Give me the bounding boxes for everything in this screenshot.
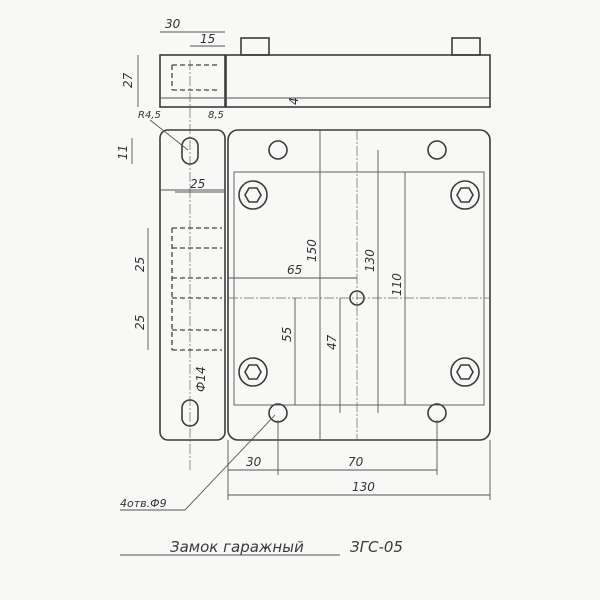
slot-bottom bbox=[181, 399, 199, 427]
dim-slot-height: 11 bbox=[116, 145, 130, 160]
bolt-head-right bbox=[451, 37, 481, 56]
bolt-head-left bbox=[240, 37, 270, 56]
dim-center-47: 47 bbox=[325, 334, 339, 350]
front-view bbox=[227, 129, 491, 441]
dim-bottom-30: 30 bbox=[246, 455, 262, 469]
dim-diameter: Ф14 bbox=[194, 366, 208, 392]
slot-top bbox=[181, 137, 199, 165]
dim-bottom-70: 70 bbox=[348, 455, 364, 469]
drawing-model: ЗГС-05 bbox=[350, 538, 403, 556]
holes-note: 4отв.Ф9 bbox=[120, 497, 167, 510]
dim-radius: R4,5 bbox=[138, 110, 161, 121]
dim-top-half: 15 bbox=[200, 32, 215, 46]
dimension-labels: 30 15 27 4 R4,5 8,5 11 25 25 25 65 150 1… bbox=[116, 17, 404, 510]
dim-side-spacing-2: 25 bbox=[133, 315, 147, 330]
hex-bolts bbox=[238, 180, 480, 387]
dim-top-width: 30 bbox=[165, 17, 181, 31]
side-view bbox=[159, 129, 226, 441]
dim-plate-height: 150 bbox=[305, 239, 319, 262]
dim-overall-width: 130 bbox=[352, 480, 375, 494]
mount-holes bbox=[268, 140, 447, 423]
dim-inner-height: 110 bbox=[390, 273, 404, 296]
dim-side-depth: 25 bbox=[190, 177, 205, 191]
dim-hole-spacing-v: 130 bbox=[363, 249, 377, 272]
top-view bbox=[159, 37, 491, 470]
dim-slot-offset: 8,5 bbox=[208, 110, 224, 121]
title-block: Замок гаражный ЗГС-05 bbox=[170, 538, 403, 556]
dim-center-x: 65 bbox=[287, 263, 302, 277]
dim-top-height: 27 bbox=[121, 72, 135, 88]
dim-top-gap: 4 bbox=[287, 97, 301, 105]
dim-side-55: 55 bbox=[280, 327, 294, 342]
drawing-title: Замок гаражный bbox=[170, 538, 304, 556]
dim-side-spacing-1: 25 bbox=[133, 257, 147, 272]
dimension-lines bbox=[120, 31, 491, 556]
